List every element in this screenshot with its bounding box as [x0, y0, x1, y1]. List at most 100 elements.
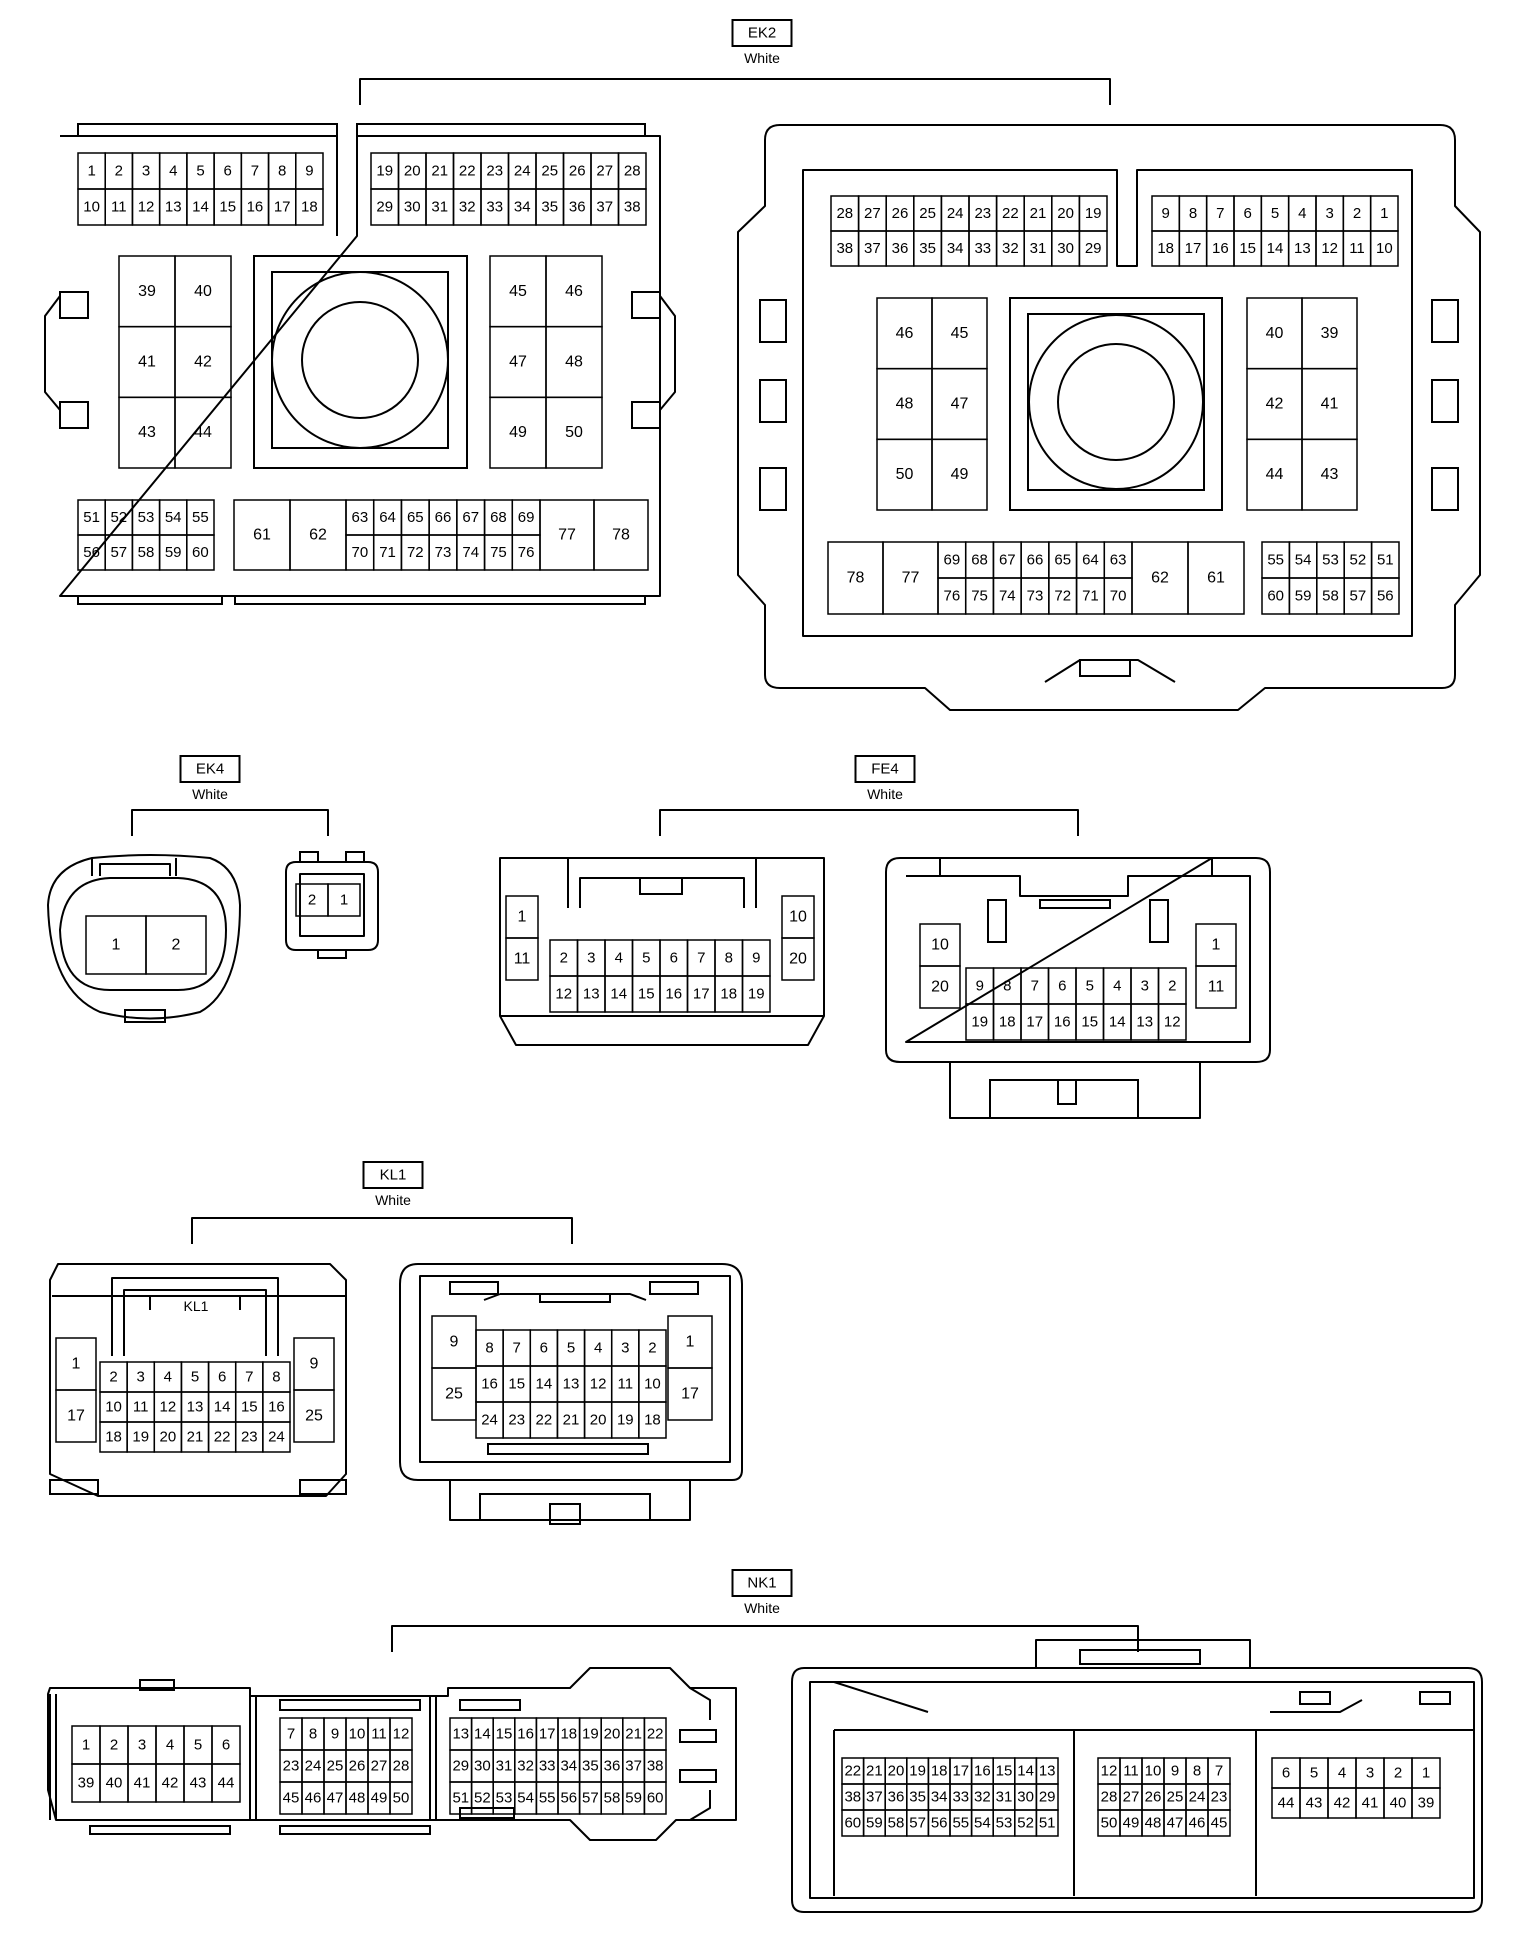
pin-number: 9 [1171, 1763, 1179, 1780]
pin-number: 38 [624, 199, 641, 216]
pin-number: 12 [1101, 1763, 1118, 1780]
pin-number: 49 [1123, 1815, 1140, 1832]
pin-number: 49 [371, 1790, 388, 1807]
pin-number: 5 [567, 1340, 575, 1357]
connector-color: White [744, 50, 780, 66]
pin-number: 48 [896, 396, 914, 413]
pin-number: 12 [590, 1376, 607, 1393]
pin-number: 11 [133, 1399, 149, 1416]
pin-number: 7 [287, 1726, 295, 1743]
pin-number: 49 [509, 424, 527, 441]
connector-code: FE4 [871, 761, 899, 778]
pin-number: 11 [1349, 240, 1365, 257]
pin-number: 13 [187, 1399, 204, 1416]
pin-number: 39 [78, 1775, 95, 1792]
pin-number: 4 [1298, 205, 1306, 222]
pin-number: 45 [509, 283, 527, 300]
pin-number: 3 [142, 163, 150, 180]
pin-number: 28 [836, 205, 853, 222]
pin-number: 31 [996, 1789, 1013, 1806]
housing-outline [659, 295, 676, 411]
pin-number: 6 [1058, 978, 1066, 995]
pin-number: 8 [725, 950, 733, 967]
pin-number: 32 [974, 1789, 991, 1806]
pin-number: 13 [1294, 240, 1311, 257]
connector-code: KL1 [380, 1167, 407, 1184]
pin-number: 15 [496, 1726, 513, 1743]
pin-number: 67 [999, 552, 1016, 569]
pin-number: 32 [1002, 240, 1019, 257]
housing-outline [905, 857, 1251, 1043]
pin-number: 3 [1366, 1765, 1374, 1782]
pin-number: 12 [393, 1726, 410, 1743]
pin-number: 15 [1239, 240, 1256, 257]
pin-number: 33 [486, 199, 503, 216]
pin-cavity [1157, 1003, 1187, 1041]
pin-number: 17 [274, 199, 291, 216]
housing-outline [131, 809, 329, 836]
pin-number: 23 [1211, 1789, 1228, 1806]
pin-number: 8 [278, 163, 286, 180]
pin-cavity [262, 1421, 291, 1453]
pin-number: 35 [582, 1758, 599, 1775]
pin-number: 73 [435, 544, 452, 561]
pin-number: 52 [110, 509, 127, 526]
pin-number: 57 [1350, 588, 1367, 605]
pin-number: 1 [87, 163, 95, 180]
pin-number: 60 [1267, 588, 1284, 605]
pin-number: 34 [514, 199, 531, 216]
housing-outline [940, 875, 1212, 897]
pin-number: 25 [305, 1408, 323, 1425]
housing-outline [1057, 343, 1175, 461]
pin-number: 4 [164, 1369, 172, 1386]
pin-number: 57 [909, 1815, 926, 1832]
pin-number: 62 [1151, 570, 1169, 587]
pin-number: 5 [642, 950, 650, 967]
pin-number: 23 [283, 1758, 300, 1775]
pin-number: 4 [615, 950, 623, 967]
pin-cavity [145, 915, 207, 975]
housing-outline [77, 595, 223, 605]
pin-number: 6 [218, 1369, 226, 1386]
pin-number: 43 [138, 424, 156, 441]
pin-number: 16 [1212, 240, 1229, 257]
pin-number: 25 [327, 1758, 344, 1775]
pin-number: 21 [187, 1429, 204, 1446]
pin-number: 53 [1322, 552, 1339, 569]
pin-number: 71 [1082, 588, 1099, 605]
housing-outline [1079, 659, 1131, 677]
pin-number: 2 [648, 1340, 656, 1357]
pin-number: 22 [214, 1429, 231, 1446]
pin-number: 18 [105, 1429, 122, 1446]
pin-number: 14 [192, 199, 209, 216]
pin-number: 20 [604, 1726, 621, 1743]
pin-number: 41 [134, 1775, 151, 1792]
pin-number: 56 [83, 544, 100, 561]
pin-number: 58 [888, 1815, 905, 1832]
pin-number: 14 [214, 1399, 231, 1416]
housing-outline [124, 1009, 166, 1023]
pin-number: 27 [864, 205, 881, 222]
housing-outline [191, 1217, 573, 1244]
pin-number: 20 [404, 163, 421, 180]
pin-number: 15 [638, 986, 655, 1003]
pin-number: 8 [1189, 205, 1197, 222]
pin-number: 71 [379, 544, 396, 561]
pin-number: 24 [268, 1429, 285, 1446]
pin-number: 30 [474, 1758, 491, 1775]
pin-number: 7 [697, 950, 705, 967]
pin-number: 38 [647, 1758, 664, 1775]
pin-number: 10 [789, 909, 807, 926]
pin-cavity [741, 975, 771, 1013]
pin-cavity [638, 1401, 667, 1439]
pin-number: 16 [268, 1399, 285, 1416]
housing-outline [809, 1681, 1475, 1899]
pin-number: 10 [1145, 1763, 1162, 1780]
pin-number: 26 [349, 1758, 366, 1775]
housing-outline [1035, 1639, 1251, 1668]
pin-number: 20 [160, 1429, 177, 1446]
pin-number: 32 [459, 199, 476, 216]
